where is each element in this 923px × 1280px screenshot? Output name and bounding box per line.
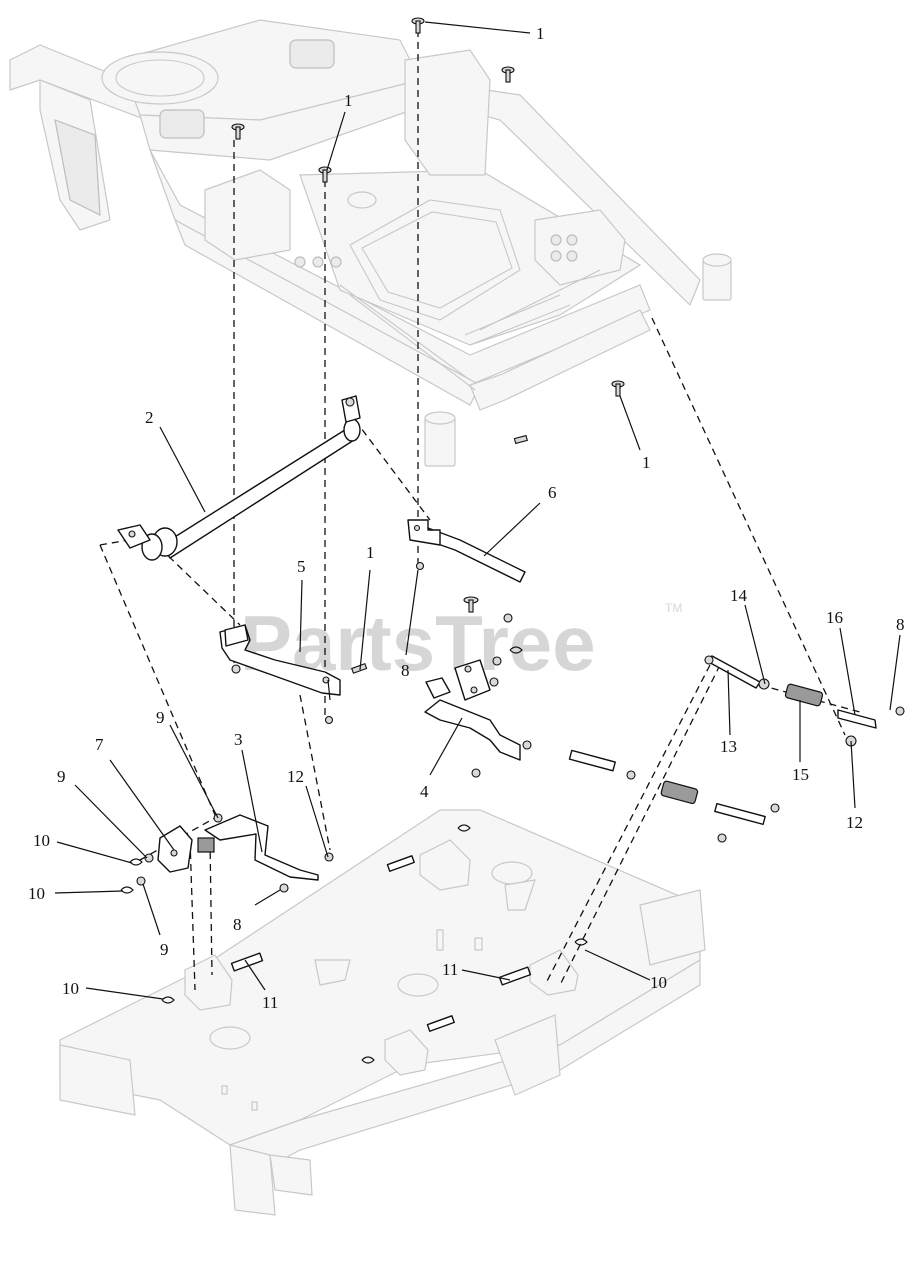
hairpin-clip: [120, 646, 588, 1064]
deck-lift-link: [407, 519, 526, 583]
height-adjuster: [415, 561, 905, 747]
callout-1: 1: [366, 543, 375, 562]
callout-14: 14: [730, 586, 748, 605]
mount-plate: [136, 825, 289, 893]
callout-15: 15: [792, 765, 809, 784]
callout-1: 1: [536, 24, 545, 43]
watermark-trademark: TM: [665, 601, 682, 615]
callout-13: 13: [720, 737, 737, 756]
callout-4: 4: [420, 782, 429, 801]
callout-9: 9: [156, 708, 165, 727]
callout-10: 10: [33, 831, 50, 850]
leader-lines: [54, 21, 901, 1000]
callout-1: 1: [642, 453, 651, 472]
turnbuckle-assembly: [568, 749, 780, 843]
callout-11: 11: [442, 960, 458, 979]
callout-2: 2: [145, 408, 154, 427]
pivot-bracket: [424, 613, 636, 780]
callout-16: 16: [826, 608, 843, 627]
lift-shaft: [117, 395, 361, 561]
carriage-bolt: [231, 17, 625, 674]
callout-5: 5: [297, 557, 306, 576]
mower-deck: [59, 809, 706, 1216]
callout-12: 12: [846, 813, 863, 832]
callout-10: 10: [62, 979, 79, 998]
callout-9: 9: [57, 767, 66, 786]
callout-10: 10: [650, 973, 667, 992]
callout-8: 8: [401, 661, 410, 680]
callout-6: 6: [548, 483, 557, 502]
callout-3: 3: [234, 730, 243, 749]
callout-7: 7: [95, 735, 104, 754]
callout-labels: 1 1 1 1 2 3 4 5 6 7 8 8 8 9 9 9 10 10 10…: [28, 24, 905, 1012]
link-bracket: [219, 624, 341, 725]
callout-8: 8: [896, 615, 905, 634]
lift-arm: [197, 813, 334, 881]
callout-10: 10: [28, 884, 45, 903]
callout-12: 12: [287, 767, 304, 786]
callout-9: 9: [160, 940, 169, 959]
callout-11: 11: [262, 993, 278, 1012]
mower-frame: [9, 19, 732, 467]
callout-8: 8: [233, 915, 242, 934]
callout-1: 1: [344, 91, 353, 110]
assembly-lines: [99, 30, 861, 991]
